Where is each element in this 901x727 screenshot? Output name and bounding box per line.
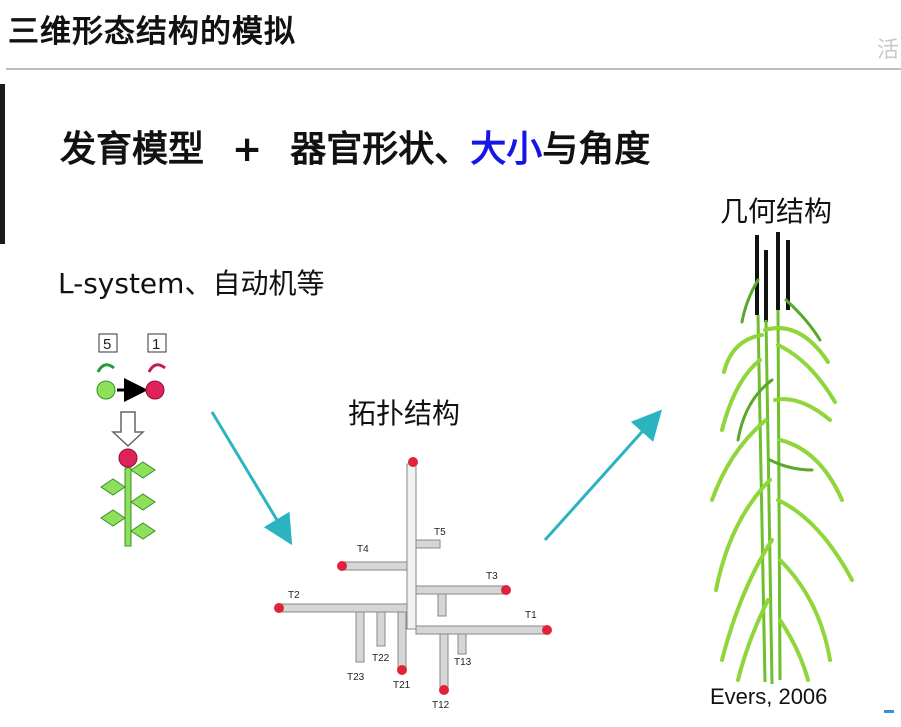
plant-leaf: [722, 333, 764, 374]
plant-leaf: [740, 278, 760, 324]
lsystem-diagram: 5 1: [96, 333, 167, 547]
label-t3: T3: [486, 571, 498, 582]
plant-stem: [776, 309, 782, 681]
red-apex-circle: [145, 380, 165, 400]
subtitle-size-highlight: 大小: [470, 129, 543, 170]
node-t21: [397, 665, 407, 675]
topology-diagram: [276, 463, 549, 691]
geometry-label: 几何结构: [720, 195, 833, 228]
plant-leaf: [773, 397, 832, 422]
node-t2: [274, 603, 284, 613]
plant-leaf: [714, 478, 772, 592]
spike-dark: [776, 232, 780, 310]
green-apex-circle: [96, 380, 116, 400]
topology-labels: T1 T2 T3 T4 T5 T12 T13 T21 T22 T23: [288, 527, 537, 711]
leaf-shape: [100, 509, 126, 527]
citation-caption: Evers, 2006: [710, 684, 828, 709]
slide-subtitle: 发育模型 + 器官形状、大小与角度: [60, 120, 650, 172]
plant-leaf: [776, 498, 854, 582]
node-t12: [439, 685, 449, 695]
rule-box-right: [147, 333, 167, 353]
branch-t4: [341, 561, 408, 571]
leaf-shape: [130, 493, 156, 511]
branch-t22: [376, 611, 386, 647]
node-t1: [542, 625, 552, 635]
rule-box-right-number: 1: [152, 336, 160, 353]
edge-marker: [884, 710, 894, 713]
label-t23: T23: [347, 672, 365, 683]
plant-stem: [756, 314, 767, 683]
branch-t23: [355, 611, 365, 663]
plant-leaf: [720, 358, 762, 432]
arrow-to-topology: [210, 411, 293, 546]
node-t4: [337, 561, 347, 571]
plant-leaf: [778, 438, 844, 502]
leaf-shape: [100, 478, 126, 496]
lsystem-label: L-system、自动机等: [58, 267, 325, 300]
label-t12: T12: [432, 700, 450, 711]
rule-box-left-number: 5: [103, 336, 111, 353]
subtitle-organ-shape: 器官形状、: [290, 129, 471, 170]
plant-stem: [124, 467, 132, 547]
subtitle-angle: 与角度: [542, 129, 651, 170]
leaf-shape: [130, 461, 156, 479]
topology-nodes: [274, 457, 552, 695]
slide-title: 三维形态结构的模拟: [8, 14, 296, 50]
label-t4: T4: [357, 544, 369, 555]
spike-dark: [764, 250, 768, 322]
branch-t3-sub: [437, 593, 447, 617]
node-t3: [501, 585, 511, 595]
topology-label: 拓扑结构: [348, 397, 461, 430]
main-axis: [406, 463, 417, 630]
branch-t2: [276, 603, 408, 613]
label-t1: T1: [525, 610, 537, 621]
branch-t1: [415, 625, 549, 635]
plant-leaf: [710, 418, 768, 502]
corner-glyph: 活: [876, 38, 899, 63]
branch-t5: [415, 539, 441, 549]
green-curl-arrow-icon: [96, 363, 115, 373]
rule-box-left: [98, 333, 118, 353]
plant-leaf: [784, 298, 822, 342]
leaf-shape: [130, 522, 156, 540]
plant-leaf: [778, 618, 810, 682]
label-t5: T5: [434, 527, 446, 538]
label-t22: T22: [372, 653, 390, 664]
subtitle-development-model: 发育模型: [60, 129, 205, 170]
spike-dark: [755, 235, 759, 315]
branch-t13: [457, 633, 467, 655]
branch-t21: [397, 611, 407, 671]
red-curl-arrow-icon: [147, 363, 166, 373]
branch-t12: [439, 633, 449, 691]
plant-apex-circle: [118, 448, 138, 468]
plant-stem: [764, 319, 774, 685]
plant-leaf: [776, 343, 837, 404]
plant-leaf: [768, 458, 814, 472]
plant-leaf: [778, 558, 832, 662]
label-t13: T13: [454, 657, 472, 668]
spike-dark: [786, 240, 790, 310]
down-arrow-icon: [111, 411, 145, 448]
subtitle-plus: +: [232, 129, 263, 170]
label-t2: T2: [288, 590, 300, 601]
label-t21: T21: [393, 680, 411, 691]
left-accent-bar: [0, 84, 5, 244]
plant-leaf: [736, 598, 770, 682]
plant-leaf: [736, 378, 774, 442]
arrow-to-geometry: [543, 409, 663, 542]
title-divider: [6, 68, 901, 70]
apex-node: [408, 457, 418, 467]
plant-3d-illustration: [710, 232, 854, 685]
branch-t3: [415, 585, 507, 595]
plant-leaf: [763, 326, 830, 364]
plant-leaf: [720, 538, 774, 662]
